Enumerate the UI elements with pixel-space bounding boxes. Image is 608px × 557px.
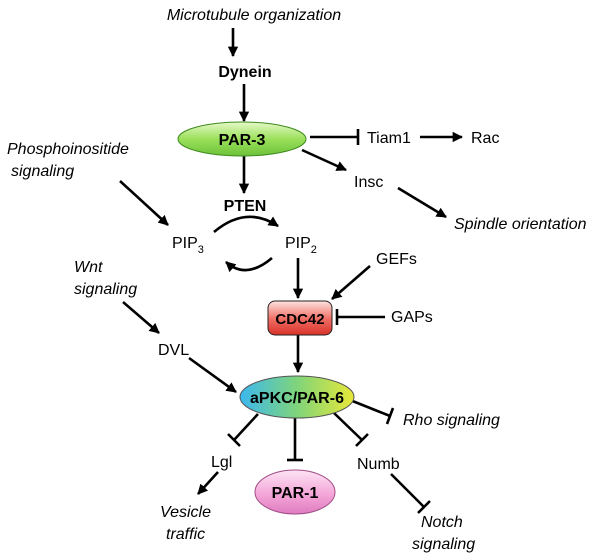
edge-par3-insc bbox=[301, 148, 347, 172]
edge-apkc-rho-bar bbox=[385, 407, 395, 425]
wnt-signaling-label: signaling bbox=[74, 281, 137, 298]
edge-apkc-numb-bar bbox=[355, 433, 369, 447]
pip3-base: PIP bbox=[172, 235, 198, 252]
vesicle-label: Vesicle bbox=[160, 504, 211, 521]
cdc42-label: CDC42 bbox=[275, 311, 324, 328]
numb-label: Numb bbox=[357, 456, 400, 473]
vesicle-traffic-label: traffic bbox=[166, 526, 205, 543]
edge-pip3-pip2-pten bbox=[213, 215, 279, 233]
apkc-label: aPKC/PAR-6 bbox=[250, 390, 344, 407]
rho-label: Rho signaling bbox=[403, 412, 500, 429]
edge-lgl-vesicle bbox=[197, 471, 219, 495]
phosphoinositide-label: Phosphoinositide bbox=[7, 141, 129, 158]
par3-label: PAR-3 bbox=[219, 132, 266, 149]
pip3-label: PIP3 bbox=[172, 235, 204, 256]
rac-label: Rac bbox=[471, 130, 499, 147]
edge-dvl-apkc bbox=[188, 356, 237, 394]
edge-apkc-lgl-inhibit bbox=[233, 413, 259, 441]
edge-phospho-pip3 bbox=[119, 180, 169, 226]
insc-label: Insc bbox=[354, 174, 383, 191]
phosphoinositide-signaling-label: signaling bbox=[11, 163, 74, 180]
dvl-label: DVL bbox=[158, 342, 189, 359]
edge-insc-spindle bbox=[397, 186, 447, 219]
dynein-label: Dynein bbox=[218, 64, 271, 81]
edge-apkc-lgl-bar bbox=[227, 433, 241, 447]
edge-numb-notch-inhibit bbox=[390, 473, 425, 508]
pip2-subscript: 2 bbox=[311, 244, 317, 256]
gefs-label: GEFs bbox=[376, 251, 417, 268]
edge-pip2-pip3 bbox=[225, 257, 273, 273]
lgl-label: Lgl bbox=[211, 454, 232, 471]
notch-label: Notch bbox=[421, 514, 463, 531]
pip2-base: PIP bbox=[285, 235, 311, 252]
edge-apkc-rho-inhibit bbox=[349, 398, 391, 418]
edge-numb-notch-bar bbox=[417, 500, 431, 514]
gaps-label: GAPs bbox=[391, 309, 433, 326]
par3-node bbox=[177, 121, 307, 157]
apkc-node bbox=[239, 375, 355, 419]
spindle-label: Spindle orientation bbox=[454, 216, 587, 233]
edge-gefs-cdc42 bbox=[331, 265, 371, 300]
wnt-label: Wnt bbox=[74, 259, 103, 276]
par1-label: PAR-1 bbox=[272, 485, 319, 502]
pip2-label: PIP2 bbox=[285, 235, 317, 256]
tiam1-label: Tiam1 bbox=[367, 130, 411, 147]
par1-node bbox=[254, 469, 336, 515]
edge-apkc-numb-inhibit bbox=[333, 412, 363, 441]
pten-label: PTEN bbox=[224, 198, 267, 215]
pip3-subscript: 3 bbox=[198, 244, 204, 256]
cdc42-node bbox=[267, 300, 333, 336]
edge-wnt-dvl bbox=[122, 301, 160, 334]
microtubule-label: Microtubule organization bbox=[167, 7, 341, 24]
notch-signaling-label: signaling bbox=[412, 536, 475, 553]
